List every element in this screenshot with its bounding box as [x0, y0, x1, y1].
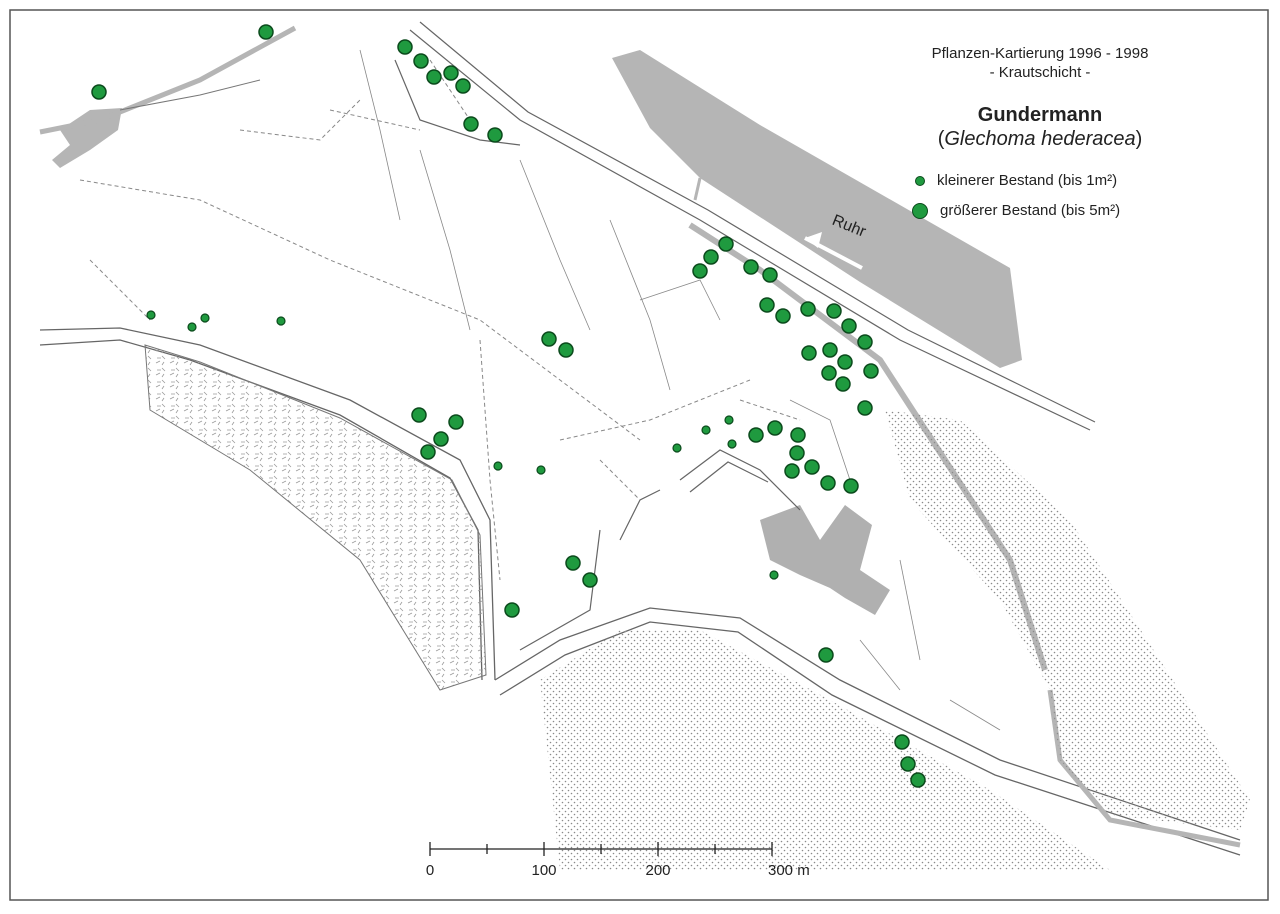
- title-line-1: Pflanzen-Kartierung 1996 - 1998: [931, 45, 1149, 62]
- large-dot-icon: [455, 78, 471, 94]
- small-dot-icon: [672, 443, 682, 453]
- meadow-west: [144, 344, 487, 691]
- large-dot-icon: [900, 756, 916, 772]
- ruhr-river: [612, 50, 1022, 368]
- large-dot-icon: [443, 65, 459, 81]
- large-dot-icon: [837, 354, 853, 370]
- dashed-trails: [79, 59, 801, 581]
- railway-track: [409, 29, 1091, 431]
- scale-bar: [429, 842, 773, 856]
- small-dot-icon: [493, 461, 503, 471]
- large-dot-icon: [258, 24, 274, 40]
- large-dot-icon: [504, 602, 520, 618]
- large-dot-icon: [801, 345, 817, 361]
- species-latin-text: Glechoma hederacea: [944, 128, 1136, 150]
- large-dot-icon: [748, 427, 764, 443]
- stream: [39, 25, 297, 135]
- small-dot-icon: [276, 316, 286, 326]
- large-dot-icon: [433, 431, 449, 447]
- large-dot-icon: [821, 365, 837, 381]
- paren-close: ): [1135, 128, 1143, 150]
- large-dot-icon: [411, 407, 427, 423]
- large-dot-icon: [843, 478, 859, 494]
- forest-south: [540, 630, 1110, 870]
- scale-tick-0: 0: [426, 862, 434, 879]
- south-road: [494, 607, 1241, 841]
- large-dot-icon: [759, 297, 775, 313]
- legend-large: größerer Bestand (bis 5m²): [912, 202, 1121, 219]
- inner-path: [679, 449, 801, 511]
- large-dot-icon: [800, 301, 816, 317]
- large-dot-icon: [767, 420, 783, 436]
- small-dot-icon: [915, 175, 925, 186]
- large-dot-icon: [841, 318, 857, 334]
- pond: [52, 108, 122, 168]
- legend-small-label: kleinerer Bestand (bis 1m²): [937, 172, 1118, 189]
- large-dot-icon: [818, 647, 834, 663]
- title-line-2: - Krautschicht -: [989, 64, 1091, 81]
- species-latin-name: (Glechoma hederacea): [880, 128, 1200, 151]
- scale-tick-200: 200: [645, 862, 670, 879]
- large-dot-icon: [804, 459, 820, 475]
- small-dot-icon: [536, 465, 546, 475]
- small-dot-icon: [200, 313, 210, 323]
- large-dot-icon: [582, 572, 598, 588]
- survey-points: [91, 24, 926, 788]
- large-dot-icon: [426, 69, 442, 85]
- large-dot-icon: [718, 236, 734, 252]
- large-dot-icon: [790, 427, 806, 443]
- large-dot-icon: [743, 259, 759, 275]
- forest-east: [885, 410, 1250, 830]
- large-dot-icon: [541, 331, 557, 347]
- large-dot-icon: [413, 53, 429, 69]
- large-dot-icon: [910, 772, 926, 788]
- scale-tick-300: 300 m: [768, 862, 810, 879]
- large-dot-icon: [692, 263, 708, 279]
- map-border: [9, 9, 1269, 901]
- scale-tick-100: 100: [531, 862, 556, 879]
- small-dot-icon: [769, 570, 779, 580]
- main-road: [39, 327, 496, 681]
- species-common-name: Gundermann: [977, 104, 1103, 126]
- small-dot-icon: [187, 322, 197, 332]
- large-dot-icon: [487, 127, 503, 143]
- large-dot-icon: [703, 249, 719, 265]
- large-dot-icon: [784, 463, 800, 479]
- large-dot-icon: [863, 363, 879, 379]
- building-complex: [760, 505, 890, 615]
- paren-open: (: [937, 128, 945, 150]
- large-dot-icon: [822, 342, 838, 358]
- large-dot-icon: [91, 84, 107, 100]
- small-dot-icon: [727, 439, 737, 449]
- large-dot-icon: [857, 334, 873, 350]
- large-dot-icon: [448, 414, 464, 430]
- small-dot-icon: [146, 310, 156, 320]
- map-title: Pflanzen-Kartierung 1996 - 1998 - Krauts…: [880, 44, 1200, 82]
- large-dot-icon: [558, 342, 574, 358]
- small-dot-icon: [701, 425, 711, 435]
- large-dot-icon: [397, 39, 413, 55]
- large-dot-icon: [565, 555, 581, 571]
- large-dot-icon: [762, 267, 778, 283]
- river-branch: [693, 177, 702, 201]
- large-dot-icon: [820, 475, 836, 491]
- large-dot-icon: [420, 444, 436, 460]
- large-dot-icon: [463, 116, 479, 132]
- large-dot-icon: [912, 202, 928, 219]
- slopes: [359, 49, 1001, 731]
- large-dot-icon: [894, 734, 910, 750]
- large-dot-icon: [826, 303, 842, 319]
- large-dot-icon: [857, 400, 873, 416]
- small-dot-icon: [724, 415, 734, 425]
- large-dot-icon: [775, 308, 791, 324]
- legend-small: kleinerer Bestand (bis 1m²): [915, 172, 1117, 189]
- large-dot-icon: [835, 376, 851, 392]
- legend-large-label: größerer Bestand (bis 5m²): [940, 202, 1121, 219]
- large-dot-icon: [789, 445, 805, 461]
